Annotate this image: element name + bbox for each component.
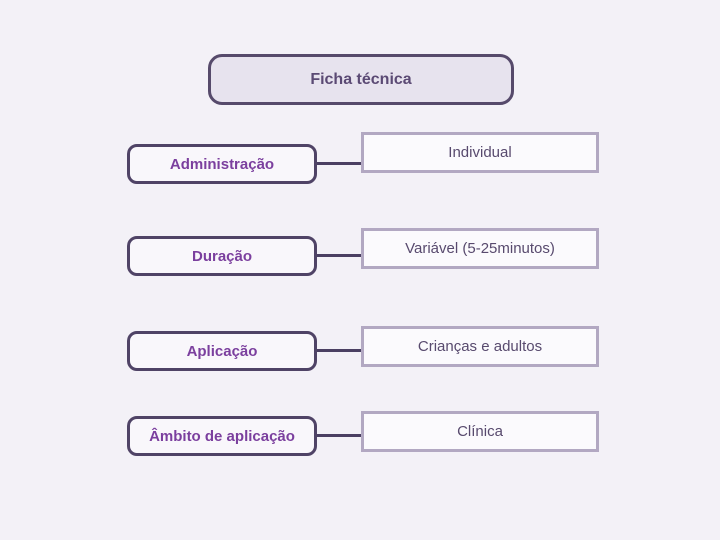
connector-line [316, 162, 363, 165]
label-box-ambito: Âmbito de aplicação [127, 416, 317, 456]
label-box-aplicacao: Aplicação [127, 331, 317, 371]
connector-line [316, 434, 363, 437]
value-box-aplicacao: Crianças e adultos [361, 326, 599, 367]
label-box-administracao: Administração [127, 144, 317, 184]
connector-line [316, 254, 363, 257]
connector-line [316, 349, 363, 352]
diagram-title: Ficha técnica [208, 54, 514, 105]
label-box-duracao: Duração [127, 236, 317, 276]
value-box-administracao: Individual [361, 132, 599, 173]
value-box-duracao: Variável (5-25minutos) [361, 228, 599, 269]
value-box-ambito: Clínica [361, 411, 599, 452]
